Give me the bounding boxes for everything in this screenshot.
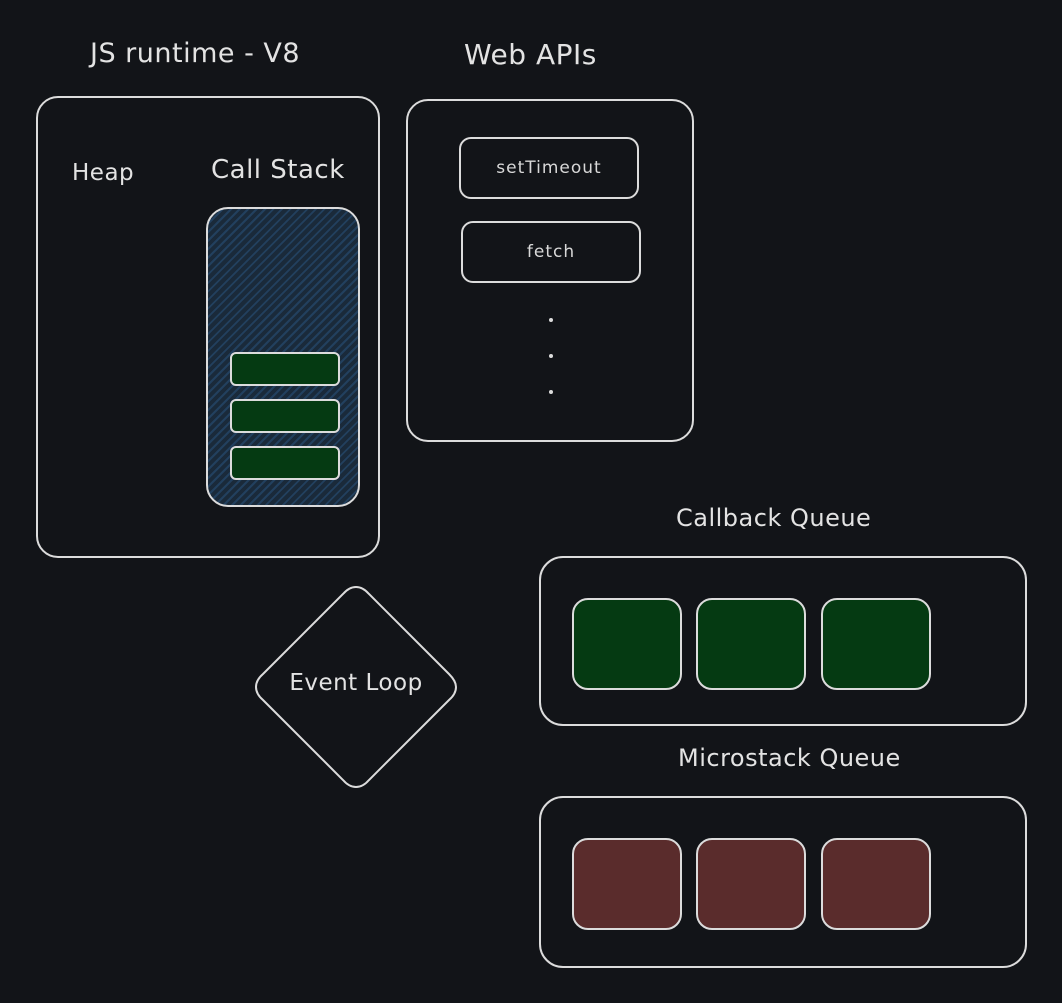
callback-queue-task <box>696 598 806 690</box>
event-loop-diamond <box>254 585 458 789</box>
call-stack-frame <box>230 399 340 433</box>
callback-queue-container <box>539 556 1027 726</box>
heap-label: Heap <box>72 160 135 186</box>
runtime-title: JS runtime - V8 <box>90 38 301 69</box>
callback-queue-title: Callback Queue <box>676 504 872 532</box>
web-apis-title: Web APIs <box>464 38 597 71</box>
ellipsis-dot <box>549 390 553 394</box>
ellipsis-dot <box>549 354 553 358</box>
js-runtime-container <box>36 96 380 558</box>
event-loop-label: Event Loop <box>289 670 423 696</box>
call-stack-label: Call Stack <box>211 155 345 185</box>
call-stack-frame <box>230 352 340 386</box>
callback-queue-task <box>821 598 931 690</box>
web-apis-container <box>406 99 694 442</box>
ellipsis-dot <box>549 318 553 322</box>
microstack-queue-task <box>821 838 931 930</box>
microstack-queue-task <box>696 838 806 930</box>
web-api-fetch: fetch <box>461 221 641 283</box>
microstack-queue-container <box>539 796 1027 968</box>
microstack-queue-task <box>572 838 682 930</box>
web-api-settimeout: setTimeout <box>459 137 639 199</box>
call-stack-frame <box>230 446 340 480</box>
callback-queue-task <box>572 598 682 690</box>
microstack-queue-title: Microstack Queue <box>678 744 901 772</box>
